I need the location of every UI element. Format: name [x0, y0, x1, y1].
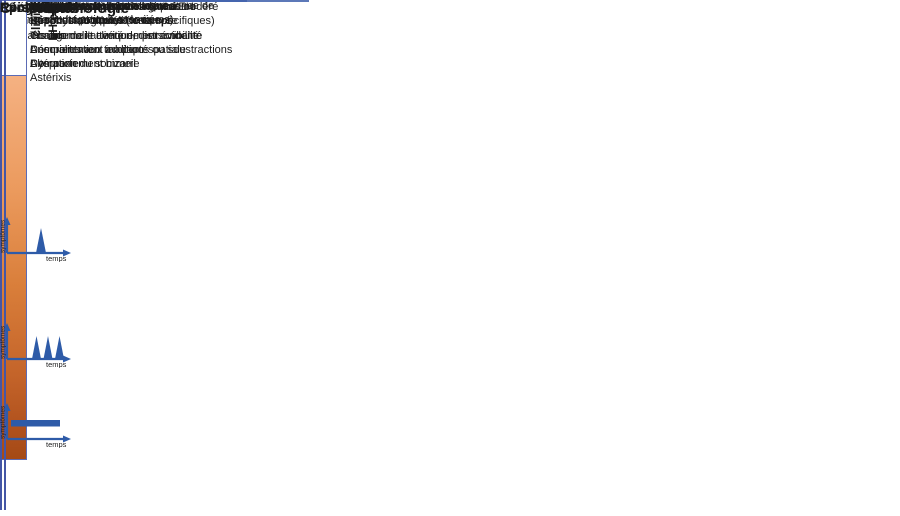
text-line: Coma — [30, 1, 60, 13]
text-line: Léthargie ou apathie — [30, 1, 131, 13]
etiology-text-a: insuffisance hépatocellulaire aiguë — [0, 0, 168, 14]
text-line: Réponse au stimuli conservée — [30, 15, 178, 28]
peak-2-shape — [43, 336, 53, 359]
text-line: Pas d’EH et pas d’antécédent d’EH — [22, 1, 194, 13]
description-row-no-eh: Pas d’EH et pas d’antécédent d’EH — [0, 0, 194, 14]
x-axis-arrow-icon — [63, 355, 71, 363]
peak-1-shape — [32, 336, 41, 359]
description-row-grade-1: 1. Ralentissement psychomoteur modéréEup… — [0, 0, 232, 71]
text-line: Astérixis — [30, 72, 72, 85]
x-axis-arrow-icon — [63, 435, 71, 443]
divider-right-double-line — [0, 0, 6, 510]
text-line: Comportement bizarre — [30, 58, 140, 71]
y-axis-label: symptômes — [0, 219, 7, 253]
description-row-eh-minimal: Anomalies neuropsychologiques ou neurophy… — [0, 0, 215, 43]
text-line: Altération du sommeil — [30, 58, 136, 71]
etiology-text-b: shunts porto-systémiques sans maladie hé… — [0, 0, 185, 27]
text-line: Changement avéré de personnalité — [30, 29, 202, 42]
text-line: Comportement inadapté — [30, 43, 149, 56]
text-line: sans anomalie cliniquement évidente — [22, 29, 203, 42]
text-line: Euphorie ou anxiété — [30, 15, 128, 28]
etiology-text-b-inner: shunts porto-systémiques sans maladie hé… — [16, 0, 169, 26]
y-axis-label: symptômes — [0, 325, 7, 359]
text-line: Anomalies aux additions ou soustractions — [30, 43, 233, 56]
etiology-text-c-inner: cirrhose (associée au non à la présence … — [3, 0, 215, 26]
text-line: neurophysiologiques (tests spécifiques) — [22, 15, 215, 28]
pattern-name-episodique: Episodique — [0, 0, 73, 15]
text-line: Anomalies neuropsychologiques ou — [22, 1, 196, 13]
text-line: Trouble de l’attention, distractibilité — [30, 29, 199, 42]
separator-7 — [0, 0, 309, 2]
panel-c-corner-label: C — [0, 0, 11, 17]
y-axis-arrow-icon — [3, 403, 11, 411]
description-lines: Coma — [30, 0, 59, 14]
x-axis-label: temps — [46, 254, 67, 262]
etiology-text-c: cirrhose (associée au non à la présence … — [0, 0, 218, 27]
recidivante-mini-chart: symptômes temps — [0, 323, 71, 368]
pattern-name-persistante: Persistante — [0, 0, 73, 15]
x-axis-label: temps — [46, 440, 67, 448]
text-line: Somnolence à stupeur — [30, 1, 141, 13]
physiopathology-title: Physiopathologie — [0, 0, 130, 17]
y-axis-label: symptômes — [0, 405, 7, 439]
text-line: Désorientation temporo-spatiale — [30, 43, 186, 56]
text-line: Dyspraxie — [30, 58, 79, 71]
pattern-subtitle-recidivante: > 2 épisodes d’EH clinique en 6 mois — [0, 1, 181, 13]
y-axis-arrow-icon — [3, 217, 11, 225]
pattern-name-recidivante: Récidivante — [0, 0, 76, 15]
text-line: Ralentissement psychomoteur modéré — [30, 1, 219, 13]
x-axis-label: temps — [46, 360, 67, 368]
plateau-shape — [11, 420, 60, 427]
text-line: Désorientation dans le temps — [30, 15, 173, 28]
evolution-title: Evolution — [0, 0, 62, 15]
etiology-text-a-inner: insuffisance hépatocellulaire aiguë — [0, 0, 168, 12]
description-lines: Anomalies neuropsychologiques ou neurophy… — [22, 0, 215, 43]
x-axis-arrow-icon — [63, 249, 71, 257]
description-lines: Pas d’EH et pas d’antécédent d’EH — [22, 0, 194, 14]
y-axis-arrow-icon — [3, 323, 11, 331]
episodique-mini-chart: symptômes temps — [0, 217, 71, 262]
persistante-mini-chart: symptômes temps — [0, 403, 71, 448]
peak-3-shape — [55, 336, 64, 359]
text-line: Confus — [30, 29, 65, 42]
single-peak-shape — [36, 228, 46, 253]
